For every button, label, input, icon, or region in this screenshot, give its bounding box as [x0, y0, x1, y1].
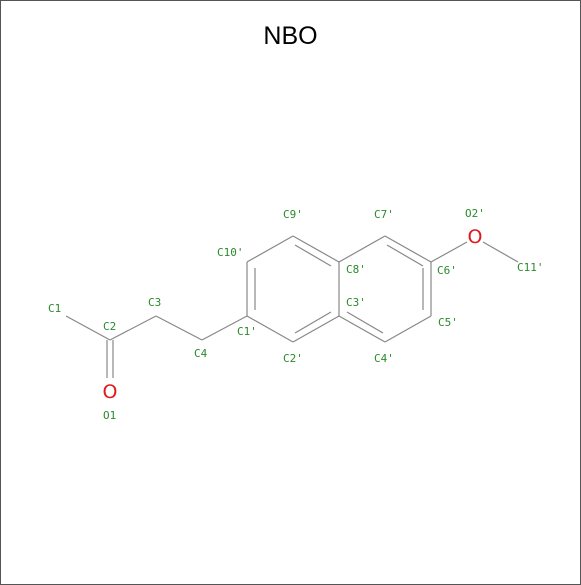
atom-label-c4p: C4' — [374, 352, 394, 365]
atom-label-c3p: C3' — [346, 296, 366, 309]
bond-inner-c7p-c6p — [386, 244, 424, 267]
bond-o2p-c11p — [482, 241, 519, 263]
bond-inner-c9p-c8p — [294, 244, 332, 267]
atom-label-c8p: C8' — [346, 263, 366, 276]
bond-c6p-o2p — [430, 241, 468, 263]
atom-label-o2p: O2' — [465, 207, 485, 220]
atom-label-c4: C4 — [194, 347, 208, 360]
bond-c10p-c9p — [246, 235, 294, 263]
atom-label-c1p: C1' — [237, 325, 257, 338]
bond-c1-c2 — [65, 315, 111, 341]
bond-c4-c1p — [201, 315, 248, 341]
bond-inner-c3p-c2p — [294, 311, 332, 334]
molecule-title: NBO — [263, 22, 318, 50]
bond-c2-c3 — [109, 315, 157, 341]
bond-c2p-c1p — [246, 315, 294, 343]
bond-c7p-c6p — [384, 235, 432, 263]
atom-label-c10p: C10' — [217, 246, 244, 259]
bond-c9p-c8p — [292, 235, 340, 263]
bond-inner-c4p-c3p — [346, 311, 384, 334]
bond-c5p-c4p — [384, 315, 432, 343]
atom-label-c9p: C9' — [283, 208, 303, 221]
atom-label-c3: C3 — [148, 296, 161, 309]
bond-c8p-c7p — [338, 235, 386, 263]
oxygen-o2p: O — [468, 226, 483, 248]
atom-label-c6p: C6' — [437, 264, 457, 277]
atom-label-o1: O1 — [103, 409, 116, 422]
bond-c4p-c3p — [338, 315, 386, 343]
atom-label-c1: C1 — [48, 302, 61, 315]
bond-c3-c4 — [155, 315, 203, 341]
atom-label-c7p: C7' — [374, 208, 394, 221]
oxygen-o1: O — [103, 381, 118, 403]
atom-label-c2: C2 — [103, 320, 116, 333]
atom-label-c5p: C5' — [438, 316, 458, 329]
bond-c3p-c2p — [292, 315, 340, 343]
atom-label-c11p: C11' — [517, 261, 544, 274]
atom-label-c2p: C2' — [283, 352, 303, 365]
